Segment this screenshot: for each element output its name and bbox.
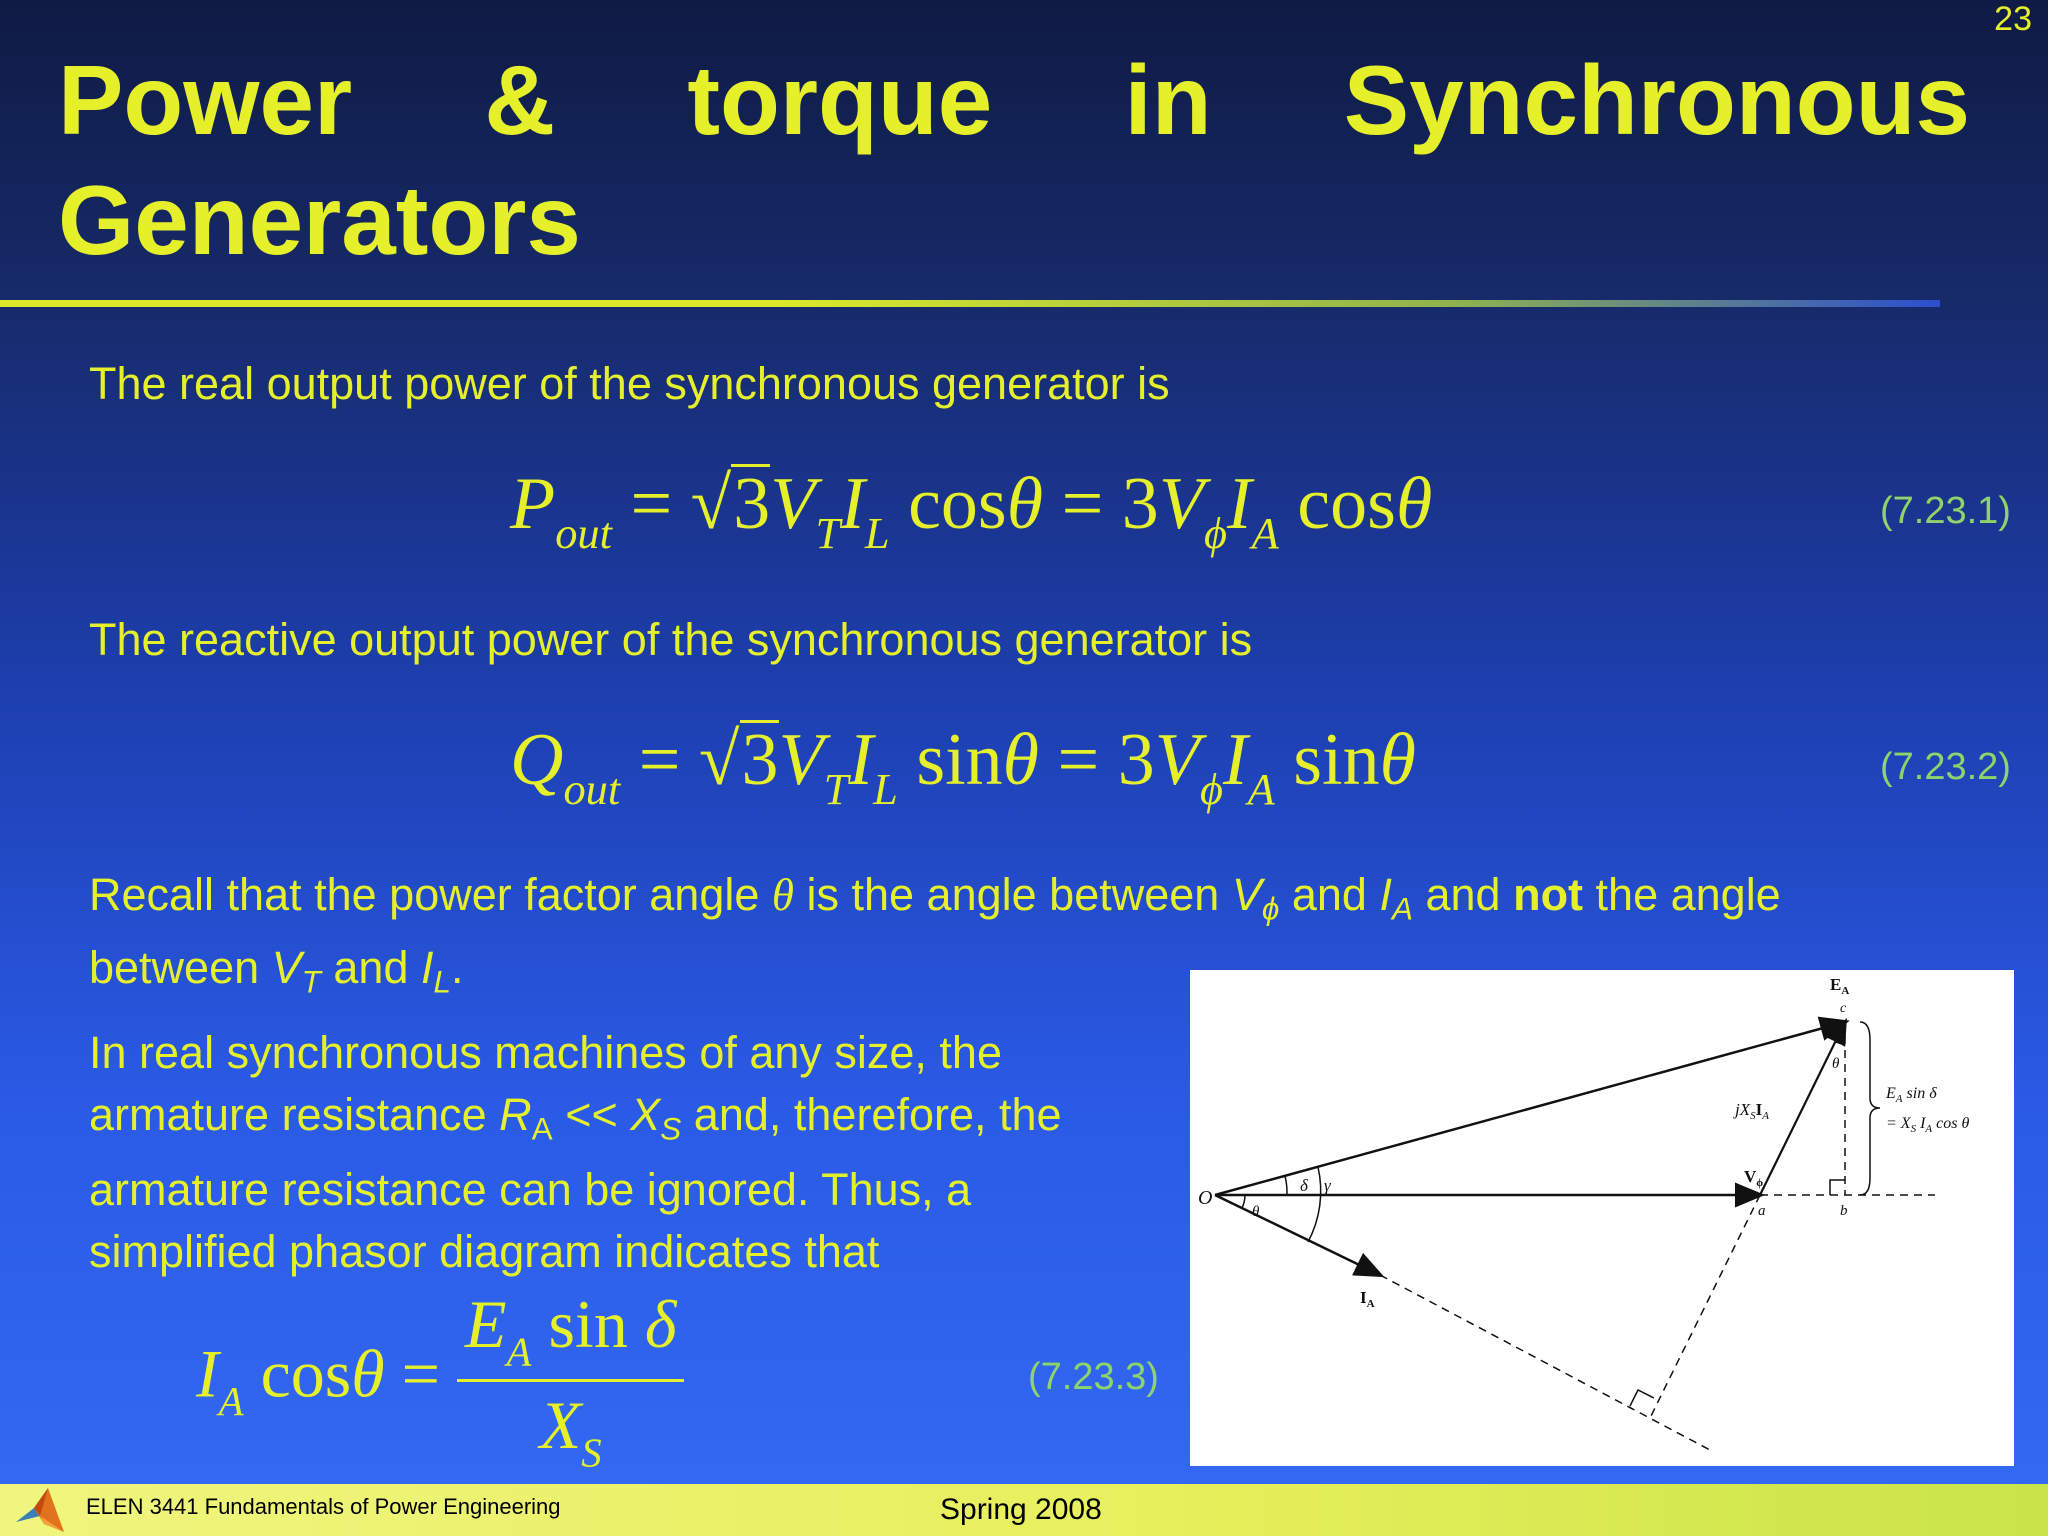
gamma-arc xyxy=(1307,1166,1322,1243)
label-o: O xyxy=(1198,1187,1212,1209)
eq1-lhs: P xyxy=(510,463,556,545)
phasor-diagram: O EA c Vϕ IA a b δ γ θ θ jXSIA EA sin δ … xyxy=(1190,970,2014,1466)
eq1-sqrt-radicand: 3 xyxy=(731,463,771,545)
equation-number-3: (7.23.3) xyxy=(1028,1356,1159,1398)
slide-number: 23 xyxy=(1994,0,2032,38)
equation-real-power: Pout = √3VTIL cosθ = 3VϕIA cosθ xyxy=(510,463,1433,558)
label-delta: δ xyxy=(1300,1176,1309,1195)
footer-date: Spring 2008 xyxy=(940,1493,1102,1526)
label-jxs-ia: jXSIA xyxy=(1733,1100,1769,1122)
label-v-phi: Vϕ xyxy=(1744,1167,1763,1189)
real-power-intro: The real output power of the synchronous… xyxy=(89,358,1170,409)
equation-number-2: (7.23.2) xyxy=(1880,746,2011,788)
label-b: b xyxy=(1840,1203,1848,1219)
label-ia: IA xyxy=(1360,1288,1375,1310)
equation-reactive-power: Qout = √3VTIL sinθ = 3VϕIA sinθ xyxy=(510,719,1416,814)
footer-course-name: ELEN 3441 Fundamentals of Power Engineer… xyxy=(86,1494,561,1519)
power-factor-note: Recall that the power factor angle θ is … xyxy=(89,869,1781,1000)
equation-current-component: IA cosθ = EA sin δ XS xyxy=(196,1285,685,1477)
perpendicular-dash xyxy=(1649,1194,1761,1419)
jxs-ia-phasor xyxy=(1759,1018,1847,1196)
right-angle-mark-b xyxy=(1829,1179,1845,1195)
side-brace xyxy=(1859,1021,1881,1196)
matlab-logo-icon xyxy=(16,1488,64,1532)
delta-arc xyxy=(1284,1175,1288,1196)
equation-number-1: (7.23.1) xyxy=(1880,490,2011,532)
right-angle-mark-lower xyxy=(1629,1388,1655,1407)
label-side-2: = XS IA cos θ xyxy=(1886,1115,1969,1135)
label-theta: θ xyxy=(1252,1204,1260,1220)
ea-phasor xyxy=(1214,1016,1850,1197)
label-ea: EA xyxy=(1830,975,1849,997)
label-c: c xyxy=(1840,1001,1847,1016)
slide-title: Power & torque in Synchronous Generators xyxy=(58,45,1970,275)
eq3-fraction: EA sin δ XS xyxy=(457,1285,685,1477)
label-theta-top: θ xyxy=(1832,1056,1840,1072)
label-gamma: γ xyxy=(1324,1176,1332,1195)
reactive-power-intro: The reactive output power of the synchro… xyxy=(89,614,1253,665)
ia-extension xyxy=(1379,1274,1711,1451)
label-a: a xyxy=(1758,1203,1766,1219)
theta-arc-top xyxy=(1834,1041,1846,1047)
armature-resistance-note: In real synchronous machines of any size… xyxy=(89,1027,1062,1278)
ia-phasor xyxy=(1214,1193,1385,1278)
phasor-diagram-svg: O EA c Vϕ IA a b δ γ θ θ jXSIA EA sin δ … xyxy=(1198,975,1969,1451)
label-side-1: EA sin δ xyxy=(1885,1085,1937,1105)
footer-bar: ELEN 3441 Fundamentals of Power Engineer… xyxy=(0,1484,2048,1536)
title-divider xyxy=(0,300,1940,307)
theta-arc xyxy=(1241,1194,1246,1209)
